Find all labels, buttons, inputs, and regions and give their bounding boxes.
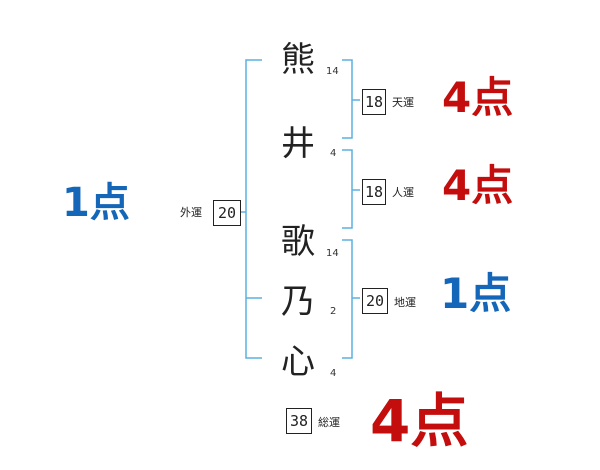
souun-score: 4点 (370, 387, 469, 455)
name-char-5: 心 (281, 342, 315, 382)
chiun-bracket (342, 239, 353, 359)
stroke-count-3: 14 (326, 248, 339, 259)
jinun-score: 4点 (442, 161, 514, 210)
stroke-count-4: 2 (330, 306, 337, 317)
stroke-count-2: 4 (330, 148, 337, 159)
stroke-count-1: 14 (326, 66, 339, 77)
chiun-score: 1点 (440, 269, 512, 318)
name-char-4: 乃 (281, 282, 315, 322)
chiun-label: 地運 (394, 296, 416, 309)
chiun-value: 20 (362, 288, 388, 314)
jinun-label: 人運 (392, 186, 414, 199)
gaiun-score: 1点 (62, 180, 130, 226)
gaiun-label: 外運 (180, 206, 202, 219)
jinun-bracket (342, 149, 353, 229)
outer-bracket (245, 59, 262, 359)
jinun-value: 18 (362, 179, 386, 205)
name-char-3: 歌 (281, 222, 315, 262)
name-char-1: 熊 (281, 40, 315, 80)
tenun-value: 18 (362, 89, 386, 115)
tenun-score: 4点 (442, 73, 514, 122)
name-char-2: 井 (281, 124, 315, 164)
gaiun-value: 20 (213, 200, 241, 226)
stroke-count-5: 4 (330, 368, 337, 379)
tenun-bracket (342, 59, 353, 139)
souun-label: 総運 (318, 416, 340, 429)
tenun-label: 天運 (392, 96, 414, 109)
souun-value: 38 (286, 408, 312, 434)
